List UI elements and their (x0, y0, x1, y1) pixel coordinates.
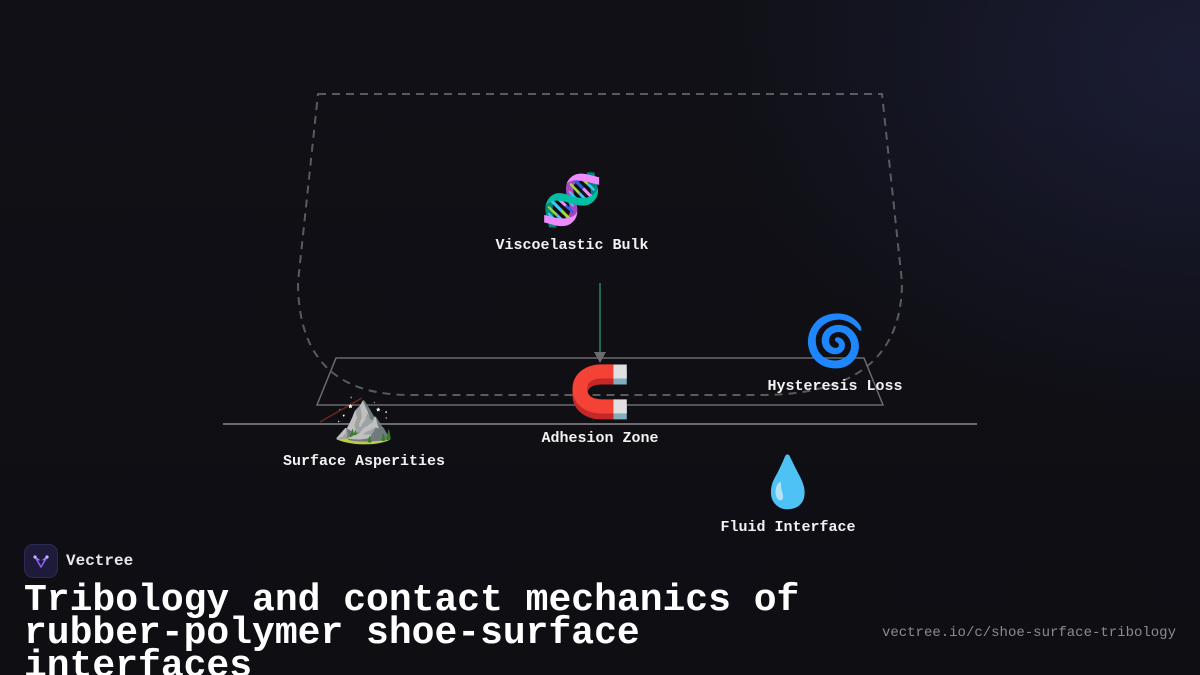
magnet-icon: 🧲 (568, 363, 632, 421)
contact-zone-outline (315, 357, 885, 406)
node-label-fluid-interface: Fluid Interface (720, 519, 856, 536)
node-label-viscoelastic-bulk: Viscoelastic Bulk (495, 237, 649, 254)
brand: Vectree (24, 544, 133, 578)
spark-logo-icon (24, 544, 58, 578)
mountain-icon: ⛰️ (332, 388, 396, 446)
node-label-adhesion-zone: Adhesion Zone (541, 430, 659, 447)
asperity-stroke (319, 397, 363, 423)
droplet-icon: 💧 (756, 453, 820, 511)
page-title: Tribology and contact mechanics of rubbe… (24, 579, 800, 675)
edge-arrowhead (594, 352, 606, 363)
cyclone-icon: 🌀 (803, 312, 867, 370)
dna-icon: 🧬 (540, 171, 604, 229)
node-label-surface-asperities: Surface Asperities (282, 453, 446, 470)
shoe-outline (296, 93, 904, 396)
footer-url[interactable]: vectree.io/c/shoe-surface-tribology (881, 625, 1176, 641)
brand-name: Vectree (66, 552, 134, 570)
node-label-hysteresis-loss: Hysteresis Loss (767, 378, 903, 395)
